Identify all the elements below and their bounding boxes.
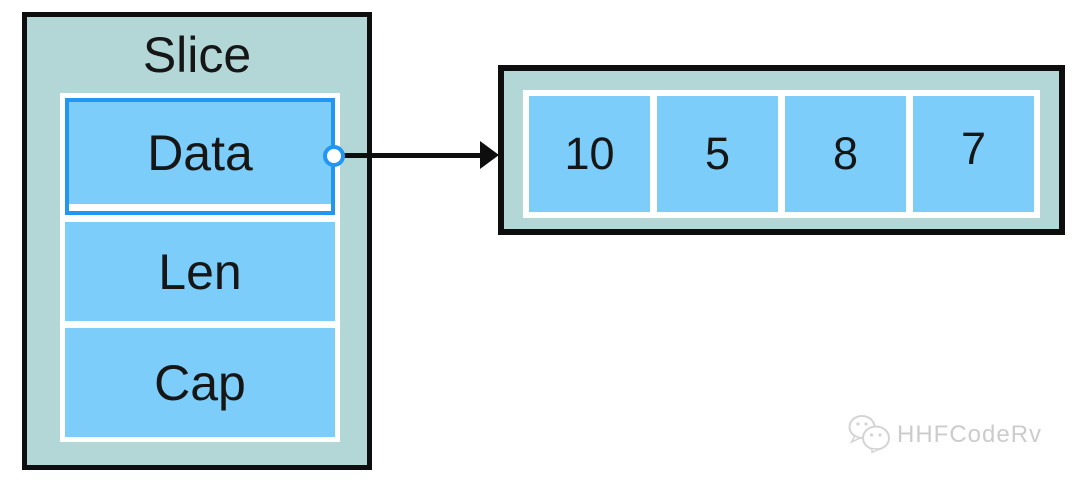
array-cell-0: 10 (529, 96, 650, 212)
field-row-cap: Cap (65, 328, 335, 437)
watermark-text: HHFCodeRv (897, 421, 1043, 448)
array-value-3: 7 (960, 123, 987, 174)
field-label-cap: Cap (154, 354, 246, 411)
array-cells-panel: 10 5 8 7 (523, 90, 1040, 218)
pointer-origin-dot (323, 145, 345, 167)
pointer-arrowhead-icon (480, 141, 499, 169)
slice-struct-box: Slice Data Len Cap (22, 12, 372, 470)
field-label-data: Data (147, 125, 253, 181)
array-value-1: 5 (704, 128, 731, 179)
field-row-data: Data (65, 98, 335, 215)
array-cell-3: 7 (913, 96, 1034, 212)
wechat-icon (846, 413, 890, 458)
array-value-0: 10 (564, 128, 615, 179)
slice-title: Slice (142, 27, 252, 83)
pointer-arrow-line (344, 153, 482, 158)
array-value-2: 8 (832, 128, 859, 179)
field-label-len: Len (158, 243, 242, 300)
watermark: HHFCodeRv (846, 412, 1042, 458)
array-cell-2: 8 (785, 96, 906, 212)
field-row-len: Len (65, 222, 335, 321)
slice-fields-panel: Data Len Cap (60, 93, 340, 442)
array-cell-1: 5 (657, 96, 778, 212)
array-box: 10 5 8 7 (498, 65, 1065, 235)
